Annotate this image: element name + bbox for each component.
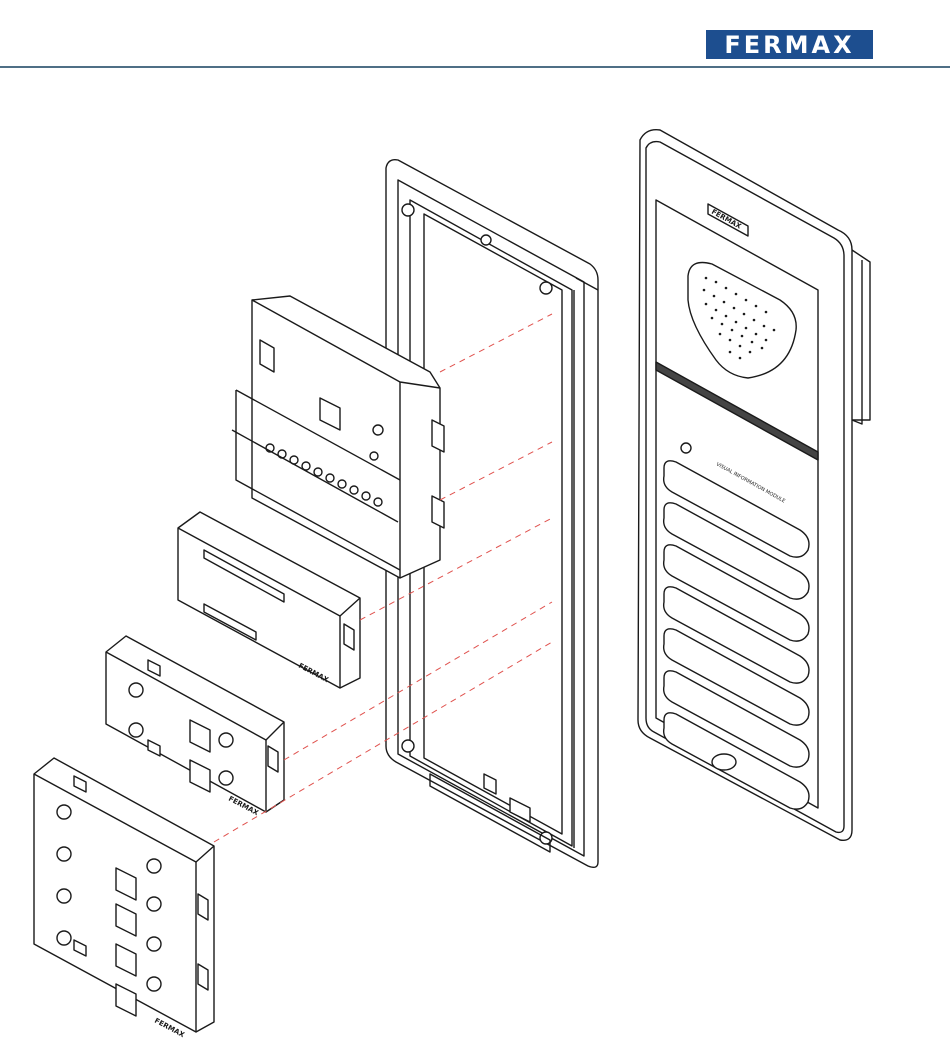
pushbutton-module-small — [106, 636, 284, 812]
pushbutton-module-large — [34, 758, 214, 1032]
